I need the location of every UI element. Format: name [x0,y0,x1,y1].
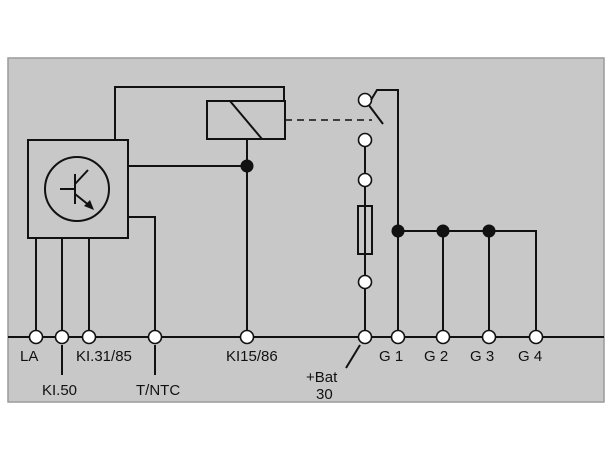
terminal-t-ntc [147,329,163,345]
junction-dot-kl15 [240,159,254,173]
junction-dot-g3 [482,224,496,238]
label-g1: G 1 [379,348,403,365]
label-la: LA [20,348,38,365]
terminal-g2 [435,329,451,345]
label-kl15-86: KI15/86 [226,348,278,365]
control-unit [27,139,129,239]
label-g4: G 4 [518,348,542,365]
label-kl50: KI.50 [42,382,77,399]
label-kl31-85: KI.31/85 [76,348,132,365]
terminal-la [28,329,44,345]
terminal-g1 [390,329,406,345]
junction-dot-g1 [391,224,405,238]
terminal-kl15-86 [239,329,255,345]
terminal-bat [357,329,373,345]
relay-switch-icon [357,92,384,148]
label-bat: +Bat [306,369,338,386]
terminal-kl50 [54,329,70,345]
terminal-kl31-85 [81,329,97,345]
transistor-icon [44,156,110,222]
label-bat-30: 30 [316,386,333,403]
label-t-ntc: T/NTC [136,382,180,399]
terminal-g4 [528,329,544,345]
terminal-g3 [481,329,497,345]
label-g3: G 3 [470,348,494,365]
junction-dot-g2 [436,224,450,238]
label-g2: G 2 [424,348,448,365]
